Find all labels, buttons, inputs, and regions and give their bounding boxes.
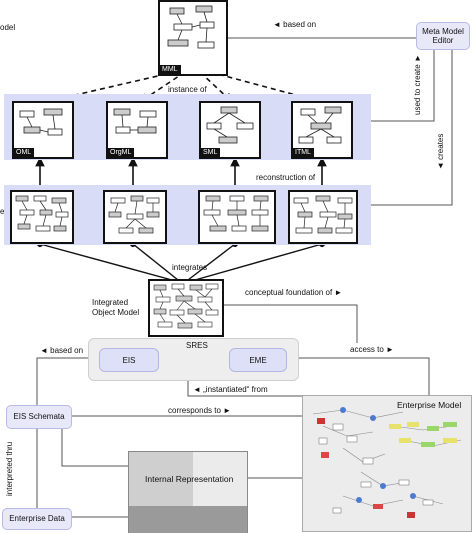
conceptual-foundation-label: conceptual foundation of ► bbox=[245, 288, 343, 297]
integrates-label: integrates bbox=[172, 263, 208, 272]
used-to-create-label: used to create ► bbox=[413, 54, 422, 115]
reconstructed-model-thumbnail-1 bbox=[10, 190, 74, 244]
internal-representation-block: Internal Representation bbox=[128, 451, 248, 533]
enterprise-data-box: Enterprise Data bbox=[2, 508, 72, 530]
instance-of-label: instance of bbox=[168, 85, 207, 94]
corresponds-to-label: corresponds to ► bbox=[168, 406, 232, 415]
access-to-label: access to ► bbox=[350, 345, 394, 354]
integrated-object-model-thumbnail bbox=[148, 279, 224, 337]
eis-schemata-box: EIS Schemata bbox=[6, 405, 72, 429]
integrated-object-model-label: Integrated Object Model bbox=[92, 298, 140, 317]
oml-thumbnail: OML bbox=[12, 101, 74, 159]
eme-box: EME bbox=[229, 348, 287, 372]
sres-label: SRES bbox=[186, 341, 208, 350]
top-left-fragment: odel bbox=[0, 23, 16, 32]
orgml-thumbnail: OrgML bbox=[106, 101, 168, 159]
internal-representation-bottom bbox=[129, 506, 247, 533]
internal-representation-shade bbox=[129, 452, 193, 506]
enterprise-model-title: Enterprise Model bbox=[397, 400, 462, 410]
reconstructed-model-thumbnail-2 bbox=[103, 190, 167, 244]
mml-model-thumbnail: MML bbox=[158, 0, 228, 76]
sml-thumbnail: SML bbox=[199, 101, 261, 159]
instantiated-from-label: ◄ „instantiated“ from bbox=[193, 385, 268, 394]
sml-label: SML bbox=[201, 148, 221, 157]
mml-label: MML bbox=[160, 65, 181, 74]
creates-label: ◄ creates bbox=[436, 133, 445, 170]
based-on-mid-label: ◄ based on bbox=[40, 346, 84, 355]
eis-box: EIS bbox=[99, 348, 159, 372]
oml-label: OML bbox=[14, 148, 35, 157]
internal-representation-label: Internal Representation bbox=[145, 474, 234, 484]
orgml-label: OrgML bbox=[108, 148, 135, 157]
enterprise-model-panel: Enterprise Model bbox=[302, 395, 472, 532]
reconstructed-model-thumbnail-3 bbox=[198, 190, 276, 244]
reconstruction-of-label: reconstruction of bbox=[256, 173, 316, 182]
itml-thumbnail: ITML bbox=[291, 101, 353, 159]
itml-label: ITML bbox=[293, 148, 314, 157]
enterprise-model-diagram bbox=[312, 407, 462, 518]
based-on-top-label: ◄ based on bbox=[273, 20, 317, 29]
reconstructed-model-thumbnail-4 bbox=[288, 190, 358, 244]
meta-model-editor-box: Meta Model Editor bbox=[416, 22, 470, 50]
interpreted-thru-label: interpreted thru bbox=[5, 441, 14, 496]
